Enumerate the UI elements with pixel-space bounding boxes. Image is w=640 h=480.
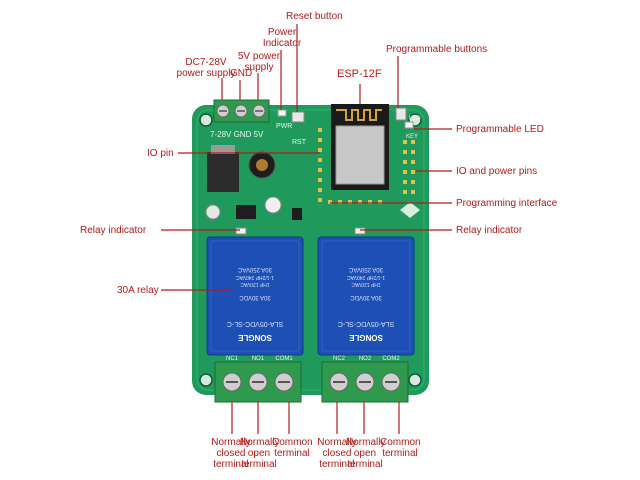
label-programming-interface: Programming interface	[456, 198, 558, 209]
silk-no1: NO1	[252, 356, 265, 362]
io-header-right	[403, 140, 415, 194]
terminal-block-left	[214, 361, 302, 403]
label-power-indicator: Power Indicator	[262, 27, 302, 49]
relay-right-rating: 1HP 120VAC	[351, 281, 381, 287]
chip	[292, 208, 302, 220]
regulator-tab	[211, 145, 235, 154]
programmable-button-part	[395, 107, 407, 121]
label-esp: ESP-12F	[337, 68, 382, 80]
relay-right-model: SLA-05VDC-SL-C	[338, 320, 394, 327]
silk-key: KEY	[406, 134, 418, 140]
relay-right-rating: 30A 250VAC	[348, 266, 383, 272]
label-programmable-buttons: Programmable buttons	[386, 44, 488, 55]
relay-left-rating: 30A 250VAC	[237, 266, 272, 272]
silk-com1: COM1	[275, 356, 293, 362]
voltage-regulator	[207, 152, 239, 192]
relay-left-brand: SONGLE	[237, 333, 271, 342]
label-no-left: Normally open terminal	[240, 437, 280, 470]
mount-hole	[408, 373, 422, 387]
relay-right-rating: 30A 30VDC	[350, 294, 382, 300]
terminal-block-right	[321, 361, 409, 403]
power-led	[277, 109, 287, 117]
programmable-led-part	[404, 121, 414, 129]
label-io-power-pins: IO and power pins	[456, 166, 538, 177]
silk-rst: RST	[292, 139, 307, 146]
relay-left-model: SLA-05VDC-SL-C	[227, 320, 283, 327]
chip	[236, 205, 256, 219]
label-programmable-led: Programmable LED	[456, 124, 544, 135]
inductor-core	[256, 159, 268, 171]
label-nc-right: Normally closed terminal	[317, 437, 357, 470]
silk-power-label: 7-28V GND 5V	[210, 130, 264, 139]
reset-button-part	[291, 111, 305, 123]
capacitor	[264, 196, 282, 214]
esp-antenna	[336, 109, 382, 121]
capacitor	[205, 204, 221, 220]
label-no-right: Normally open terminal	[346, 437, 386, 470]
label-relay-indicator-right: Relay indicator	[456, 225, 523, 236]
label-5v-supply: 5V power supply	[237, 51, 281, 73]
label-30a-relay: 30A relay	[117, 285, 159, 296]
relay-right	[317, 236, 415, 356]
leader-lines	[161, 24, 452, 434]
silk-nc1: NC1	[226, 356, 239, 362]
label-io-pin: IO pin	[147, 148, 174, 159]
relay-right-brand: SONGLE	[348, 333, 382, 342]
io-header-left	[318, 128, 322, 202]
pcb-inner-edge	[196, 109, 425, 391]
label-com-right: Common terminal	[380, 437, 421, 459]
relay-left	[206, 236, 304, 356]
brand-logo	[400, 202, 420, 218]
relay-right-rating: 1-1/2HP 240VAC	[347, 274, 385, 280]
silk-pwr: PWR	[276, 123, 292, 130]
relay-indicator-left-part	[235, 227, 247, 235]
label-power-supply: DC7-28V power supply	[176, 57, 236, 79]
silk-nc2: NC2	[333, 356, 346, 362]
mount-hole	[199, 373, 213, 387]
silk-no2: NO2	[359, 356, 372, 362]
relay-left-rating: 1-1/2HP 240VAC	[236, 274, 274, 280]
label-reset-button: Reset button	[286, 11, 343, 22]
silk-led: LED	[409, 116, 421, 122]
label-relay-indicator-left: Relay indicator	[80, 225, 147, 236]
label-com-left: Common terminal	[272, 437, 313, 459]
relay-left-rating: 1HP 120VAC	[240, 281, 270, 287]
programming-header	[328, 200, 382, 204]
label-gnd: GND	[230, 68, 253, 79]
relay-left-rating: 30A 30VDC	[239, 294, 271, 300]
label-nc-left: Normally closed terminal	[211, 437, 251, 470]
mount-hole	[199, 113, 213, 127]
silk-com2: COM2	[382, 356, 400, 362]
relay-indicator-right-part	[354, 227, 366, 235]
esp-shield	[335, 125, 385, 185]
